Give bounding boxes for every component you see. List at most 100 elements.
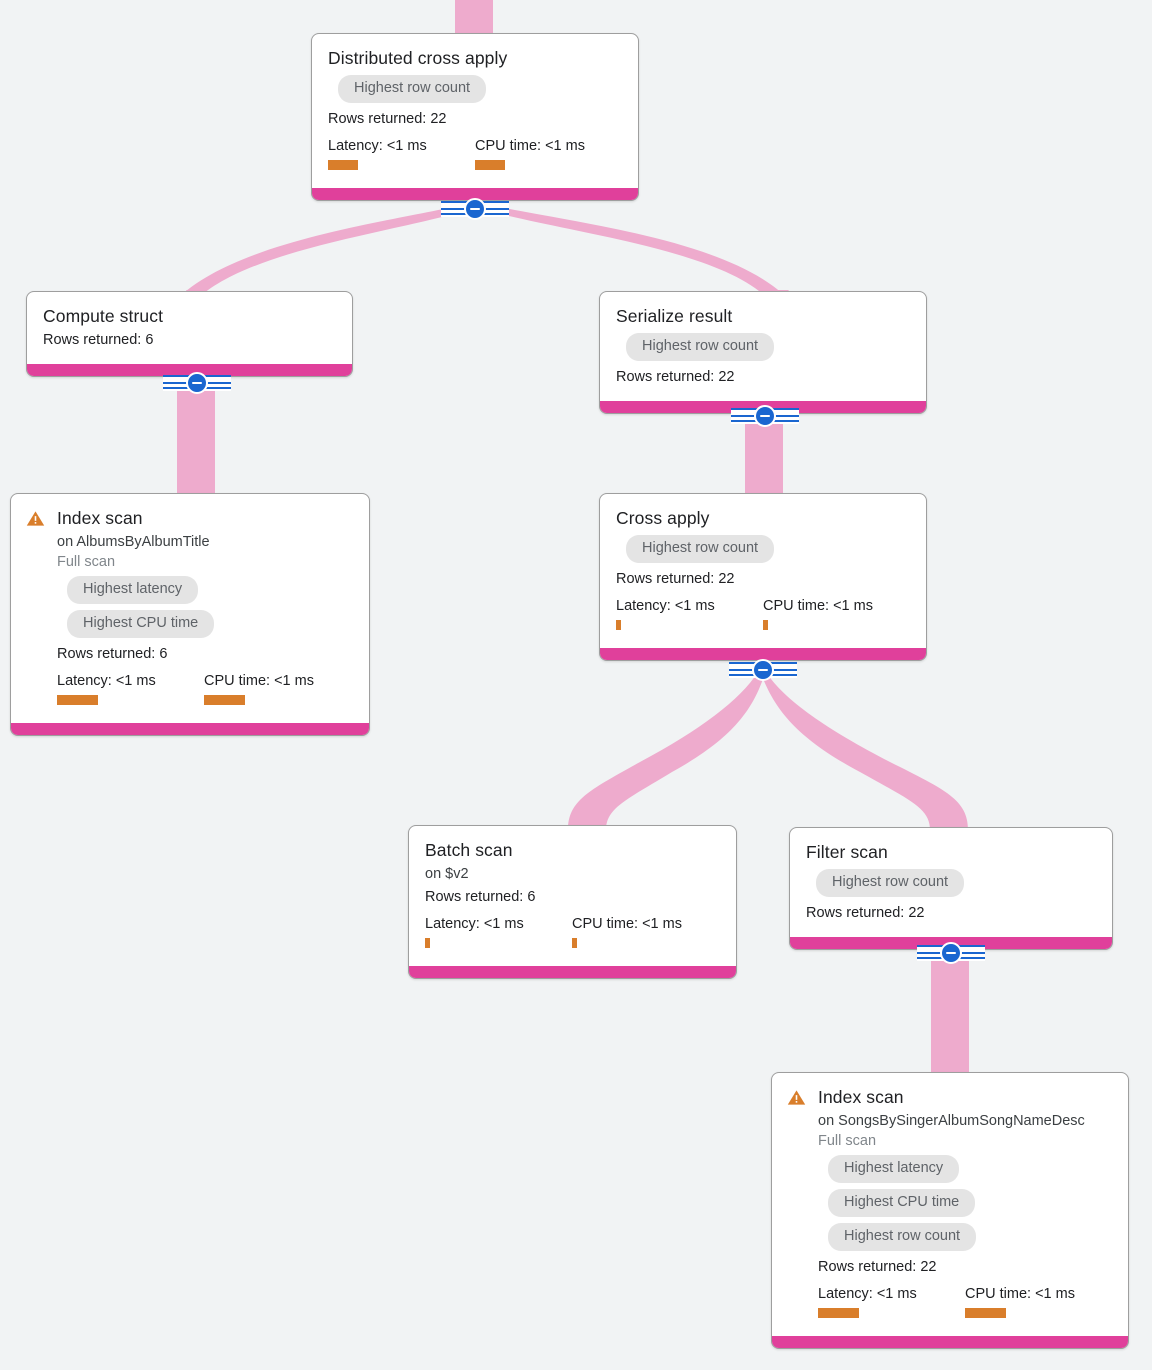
latency-label: Latency: <1 ms [328,138,427,154]
node-title: Filter scan [806,842,888,862]
rows-returned: Rows returned: 6 [57,646,168,662]
plan-node-index-scan-albums[interactable]: Index scan on AlbumsByAlbumTitle Full sc… [10,493,370,736]
edge-serialize-result-to-cross-apply [745,418,783,500]
status-badge: Highest latency [67,576,199,604]
cpu-metric: CPU time: <1 ms [763,598,873,630]
edge-filter-scan-to-index-scan-songs [931,952,969,1080]
rows-returned: Rows returned: 22 [806,905,925,921]
plan-node-batch-scan[interactable]: Batch scan on $v2 Rows returned: 6 Laten… [408,825,737,979]
node-title: Serialize result [616,306,733,326]
status-badge: Highest row count [828,1223,977,1251]
cpu-label: CPU time: <1 ms [965,1286,1075,1302]
node-title: Index scan [818,1087,904,1107]
node-badges: Highest row count [616,330,910,364]
status-badge: Highest row count [338,75,487,103]
latency-metric: Latency: <1 ms [328,138,427,170]
plan-node-compute-struct[interactable]: Compute struct Rows returned: 6 [26,291,353,377]
node-badges: Highest latency Highest CPU time Highest… [818,1152,1112,1254]
node-body: Batch scan on $v2 Rows returned: 6 Laten… [409,826,736,966]
node-footer-bar [409,966,736,978]
status-badge: Highest CPU time [828,1189,976,1217]
rows-returned: Rows returned: 22 [616,571,735,587]
node-body: Index scan on SongsBySingerAlbumSongName… [772,1073,1128,1336]
cpu-label: CPU time: <1 ms [763,598,873,614]
latency-bar [425,938,430,948]
node-footer-bar [27,364,352,376]
warning-triangle-icon [787,1088,806,1107]
node-title: Cross apply [616,508,710,528]
node-title: Batch scan [425,840,513,860]
plan-node-cross-apply[interactable]: Cross apply Highest row count Rows retur… [599,493,927,661]
status-badge: Highest CPU time [67,610,215,638]
node-scan-type: Full scan [818,1133,877,1149]
latency-label: Latency: <1 ms [818,1286,917,1302]
edge-cross-apply-to-filter-scan [762,672,968,830]
cpu-metric: CPU time: <1 ms [572,916,682,948]
cpu-metric: CPU time: <1 ms [965,1286,1075,1318]
status-badge: Highest row count [626,535,775,563]
node-title: Index scan [57,508,143,528]
plan-node-filter-scan[interactable]: Filter scan Highest row count Rows retur… [789,827,1113,950]
latency-metric: Latency: <1 ms [616,598,715,630]
rows-returned: Rows returned: 6 [43,332,154,348]
status-badge: Highest row count [626,333,775,361]
node-badges: Highest row count [806,866,1096,900]
node-metrics: Latency: <1 ms CPU time: <1 ms [57,673,353,707]
cpu-label: CPU time: <1 ms [204,673,314,689]
cpu-metric: CPU time: <1 ms [204,673,314,705]
cpu-bar [965,1308,1006,1318]
collapse-button-distributed-cross-apply[interactable] [464,198,486,220]
node-subtitle: on SongsBySingerAlbumSongNameDesc [818,1113,1085,1129]
warning-triangle-icon [26,509,45,528]
latency-bar [616,620,621,630]
latency-metric: Latency: <1 ms [57,673,156,705]
cpu-bar [572,938,577,948]
latency-bar [818,1308,859,1318]
node-badges: Highest row count [616,532,910,566]
node-body: Distributed cross apply Highest row coun… [312,34,638,188]
node-scan-type: Full scan [57,554,116,570]
cpu-label: CPU time: <1 ms [572,916,682,932]
node-metrics: Latency: <1 ms CPU time: <1 ms [616,598,910,632]
collapse-button-serialize-result[interactable] [754,405,776,427]
node-badges: Highest row count [328,72,622,106]
node-body: Serialize result Highest row count Rows … [600,292,926,401]
cpu-bar [475,160,505,170]
latency-label: Latency: <1 ms [57,673,156,689]
plan-node-index-scan-songs[interactable]: Index scan on SongsBySingerAlbumSongName… [771,1072,1129,1349]
cpu-bar [204,695,245,705]
plan-node-distributed-cross-apply[interactable]: Distributed cross apply Highest row coun… [311,33,639,201]
latency-bar [328,160,358,170]
node-title: Compute struct [43,306,164,326]
node-title: Distributed cross apply [328,48,508,68]
collapse-button-cross-apply[interactable] [752,659,774,681]
cpu-metric: CPU time: <1 ms [475,138,585,170]
collapse-button-filter-scan[interactable] [940,942,962,964]
latency-label: Latency: <1 ms [425,916,524,932]
edge-root-to-serialize-result [478,204,789,300]
rows-returned: Rows returned: 22 [328,111,447,127]
node-footer-bar [772,1336,1128,1348]
cpu-bar [763,620,768,630]
status-badge: Highest latency [828,1155,960,1183]
rows-returned: Rows returned: 22 [818,1259,937,1275]
edge-root-inlet [455,0,493,36]
node-metrics: Latency: <1 ms CPU time: <1 ms [818,1286,1112,1320]
node-body: Index scan on AlbumsByAlbumTitle Full sc… [11,494,369,723]
node-subtitle: on $v2 [425,866,469,882]
node-metrics: Latency: <1 ms CPU time: <1 ms [328,138,622,172]
latency-metric: Latency: <1 ms [818,1286,917,1318]
node-footer-bar [11,723,369,735]
node-badges: Highest latency Highest CPU time [57,573,353,641]
node-body: Cross apply Highest row count Rows retur… [600,494,926,648]
status-badge: Highest row count [816,869,965,897]
node-subtitle: on AlbumsByAlbumTitle [57,534,210,550]
edge-cross-apply-to-batch-scan [568,672,764,830]
collapse-button-compute-struct[interactable] [186,372,208,394]
node-footer-bar [600,648,926,660]
plan-node-serialize-result[interactable]: Serialize result Highest row count Rows … [599,291,927,414]
cpu-label: CPU time: <1 ms [475,138,585,154]
rows-returned: Rows returned: 22 [616,369,735,385]
node-footer-bar [312,188,638,200]
